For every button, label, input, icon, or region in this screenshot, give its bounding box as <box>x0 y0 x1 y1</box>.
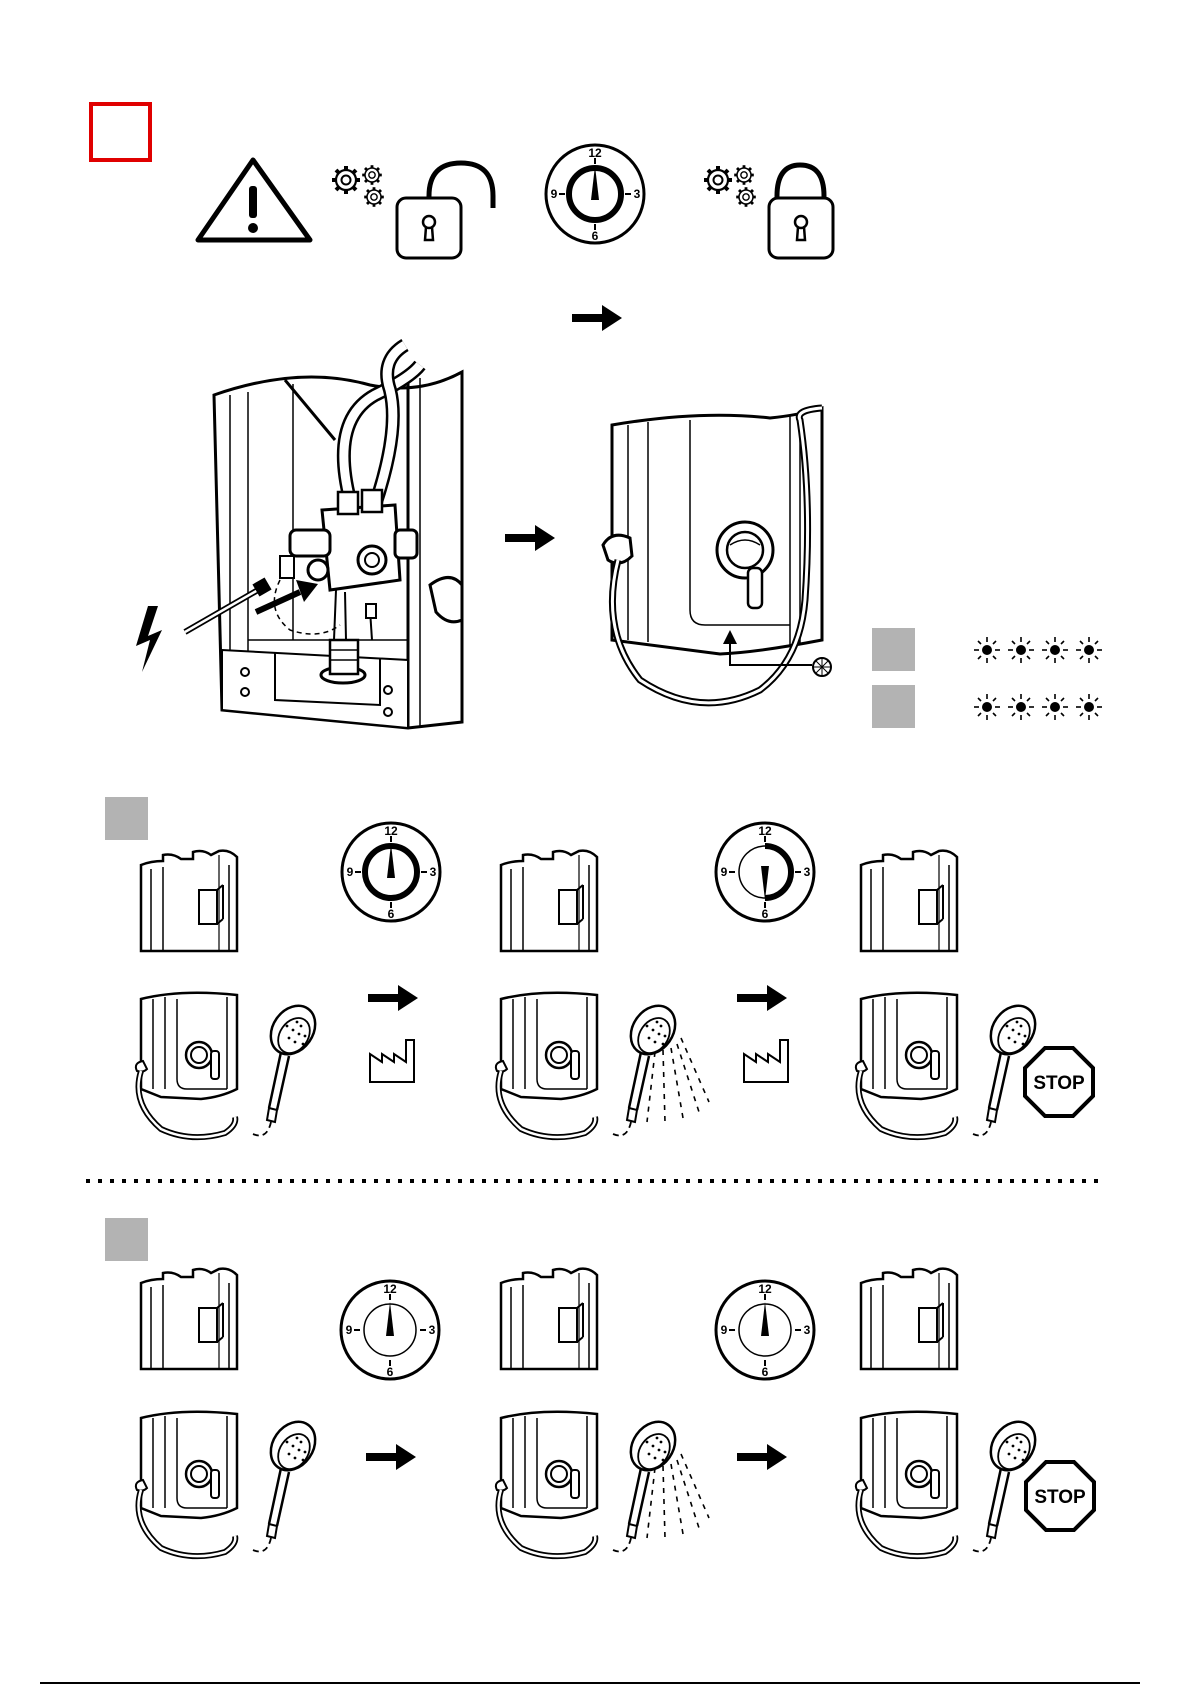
dial-icon: 12 6 9 3 <box>716 1281 814 1379</box>
dial-label-9: 9 <box>721 1323 728 1337</box>
dial-icon: 12 6 9 3 <box>546 145 644 243</box>
led-flash-row <box>974 637 1102 663</box>
gears-icon <box>332 165 384 207</box>
dial-label-6: 6 <box>388 907 395 921</box>
factory-icon <box>370 1040 414 1082</box>
lightning-icon <box>136 606 162 672</box>
dial-label-12: 12 <box>758 824 772 838</box>
dial-label-6: 6 <box>592 229 599 243</box>
hand-shower <box>613 1413 684 1551</box>
dial-label-9: 9 <box>346 1323 353 1337</box>
stop-sign-icon: STOP <box>1026 1462 1094 1530</box>
led-flash-icon <box>1008 637 1034 663</box>
hand-shower <box>613 997 684 1135</box>
stop-label: STOP <box>1033 1073 1085 1094</box>
arrow-right-icon <box>505 525 555 551</box>
arrow-right-icon <box>368 985 418 1011</box>
panel-top-view <box>141 1269 237 1369</box>
stop-sign-icon: STOP <box>1025 1048 1093 1116</box>
dial-label-12: 12 <box>588 146 602 160</box>
panel-top-view <box>861 1269 957 1369</box>
led-flash-icon <box>1008 694 1034 720</box>
dial-label-3: 3 <box>430 865 437 879</box>
led-flash-icon <box>974 637 1000 663</box>
shower-unit <box>496 993 597 1137</box>
dial-label-3: 3 <box>429 1323 436 1337</box>
padlock-open-icon <box>397 163 493 258</box>
stop-label: STOP <box>1034 1487 1086 1508</box>
dial-icon: 12 6 9 3 <box>342 823 440 921</box>
arrow-right-icon <box>572 305 622 331</box>
factory-icon <box>744 1040 788 1082</box>
gears-icon <box>704 165 756 207</box>
dial-label-9: 9 <box>551 187 558 201</box>
dial-label-9: 9 <box>721 865 728 879</box>
hand-shower <box>253 997 324 1135</box>
shower-unit <box>496 1412 597 1556</box>
dial-label-12: 12 <box>758 1282 772 1296</box>
mode-marker-gray <box>872 685 915 728</box>
shower-unit <box>856 993 957 1137</box>
mode-marker-gray <box>872 628 915 671</box>
panel-top-view <box>861 851 957 951</box>
dial-icon: 12 6 9 3 <box>341 1281 439 1379</box>
shower-unit <box>136 993 237 1137</box>
arrow-right-icon <box>737 1444 787 1470</box>
dial-label-3: 3 <box>804 865 811 879</box>
dial-label-6: 6 <box>762 1365 769 1379</box>
led-flash-icon <box>1076 694 1102 720</box>
section-marker-gray <box>105 1218 148 1261</box>
led-flash-icon <box>1076 637 1102 663</box>
warning-triangle-icon <box>198 160 310 240</box>
dial-label-3: 3 <box>634 187 641 201</box>
arrow-right-icon <box>737 985 787 1011</box>
padlock-closed-icon <box>769 165 833 258</box>
section-marker-gray <box>105 797 148 840</box>
led-flash-icon <box>974 694 1000 720</box>
dial-label-9: 9 <box>347 865 354 879</box>
step-marker-red <box>91 104 150 160</box>
dial-label-12: 12 <box>383 1282 397 1296</box>
panel-top-view <box>501 851 597 951</box>
dial-label-6: 6 <box>387 1365 394 1379</box>
panel-top-view <box>501 1269 597 1369</box>
shower-unit <box>856 1412 957 1556</box>
led-flash-icon <box>1042 637 1068 663</box>
dial-label-6: 6 <box>762 907 769 921</box>
panel-top-view <box>141 851 237 951</box>
filter-disc-icon <box>813 658 831 676</box>
dial-label-3: 3 <box>804 1323 811 1337</box>
arrow-right-icon <box>366 1444 416 1470</box>
dial-icon: 12 6 9 3 <box>716 823 814 921</box>
hand-shower <box>253 1413 324 1551</box>
open-panel-illustration <box>185 345 462 728</box>
led-flash-icon <box>1042 694 1068 720</box>
closed-panel-illustration <box>603 408 822 703</box>
led-flash-row <box>974 694 1102 720</box>
shower-unit <box>136 1412 237 1556</box>
dial-label-12: 12 <box>384 824 398 838</box>
